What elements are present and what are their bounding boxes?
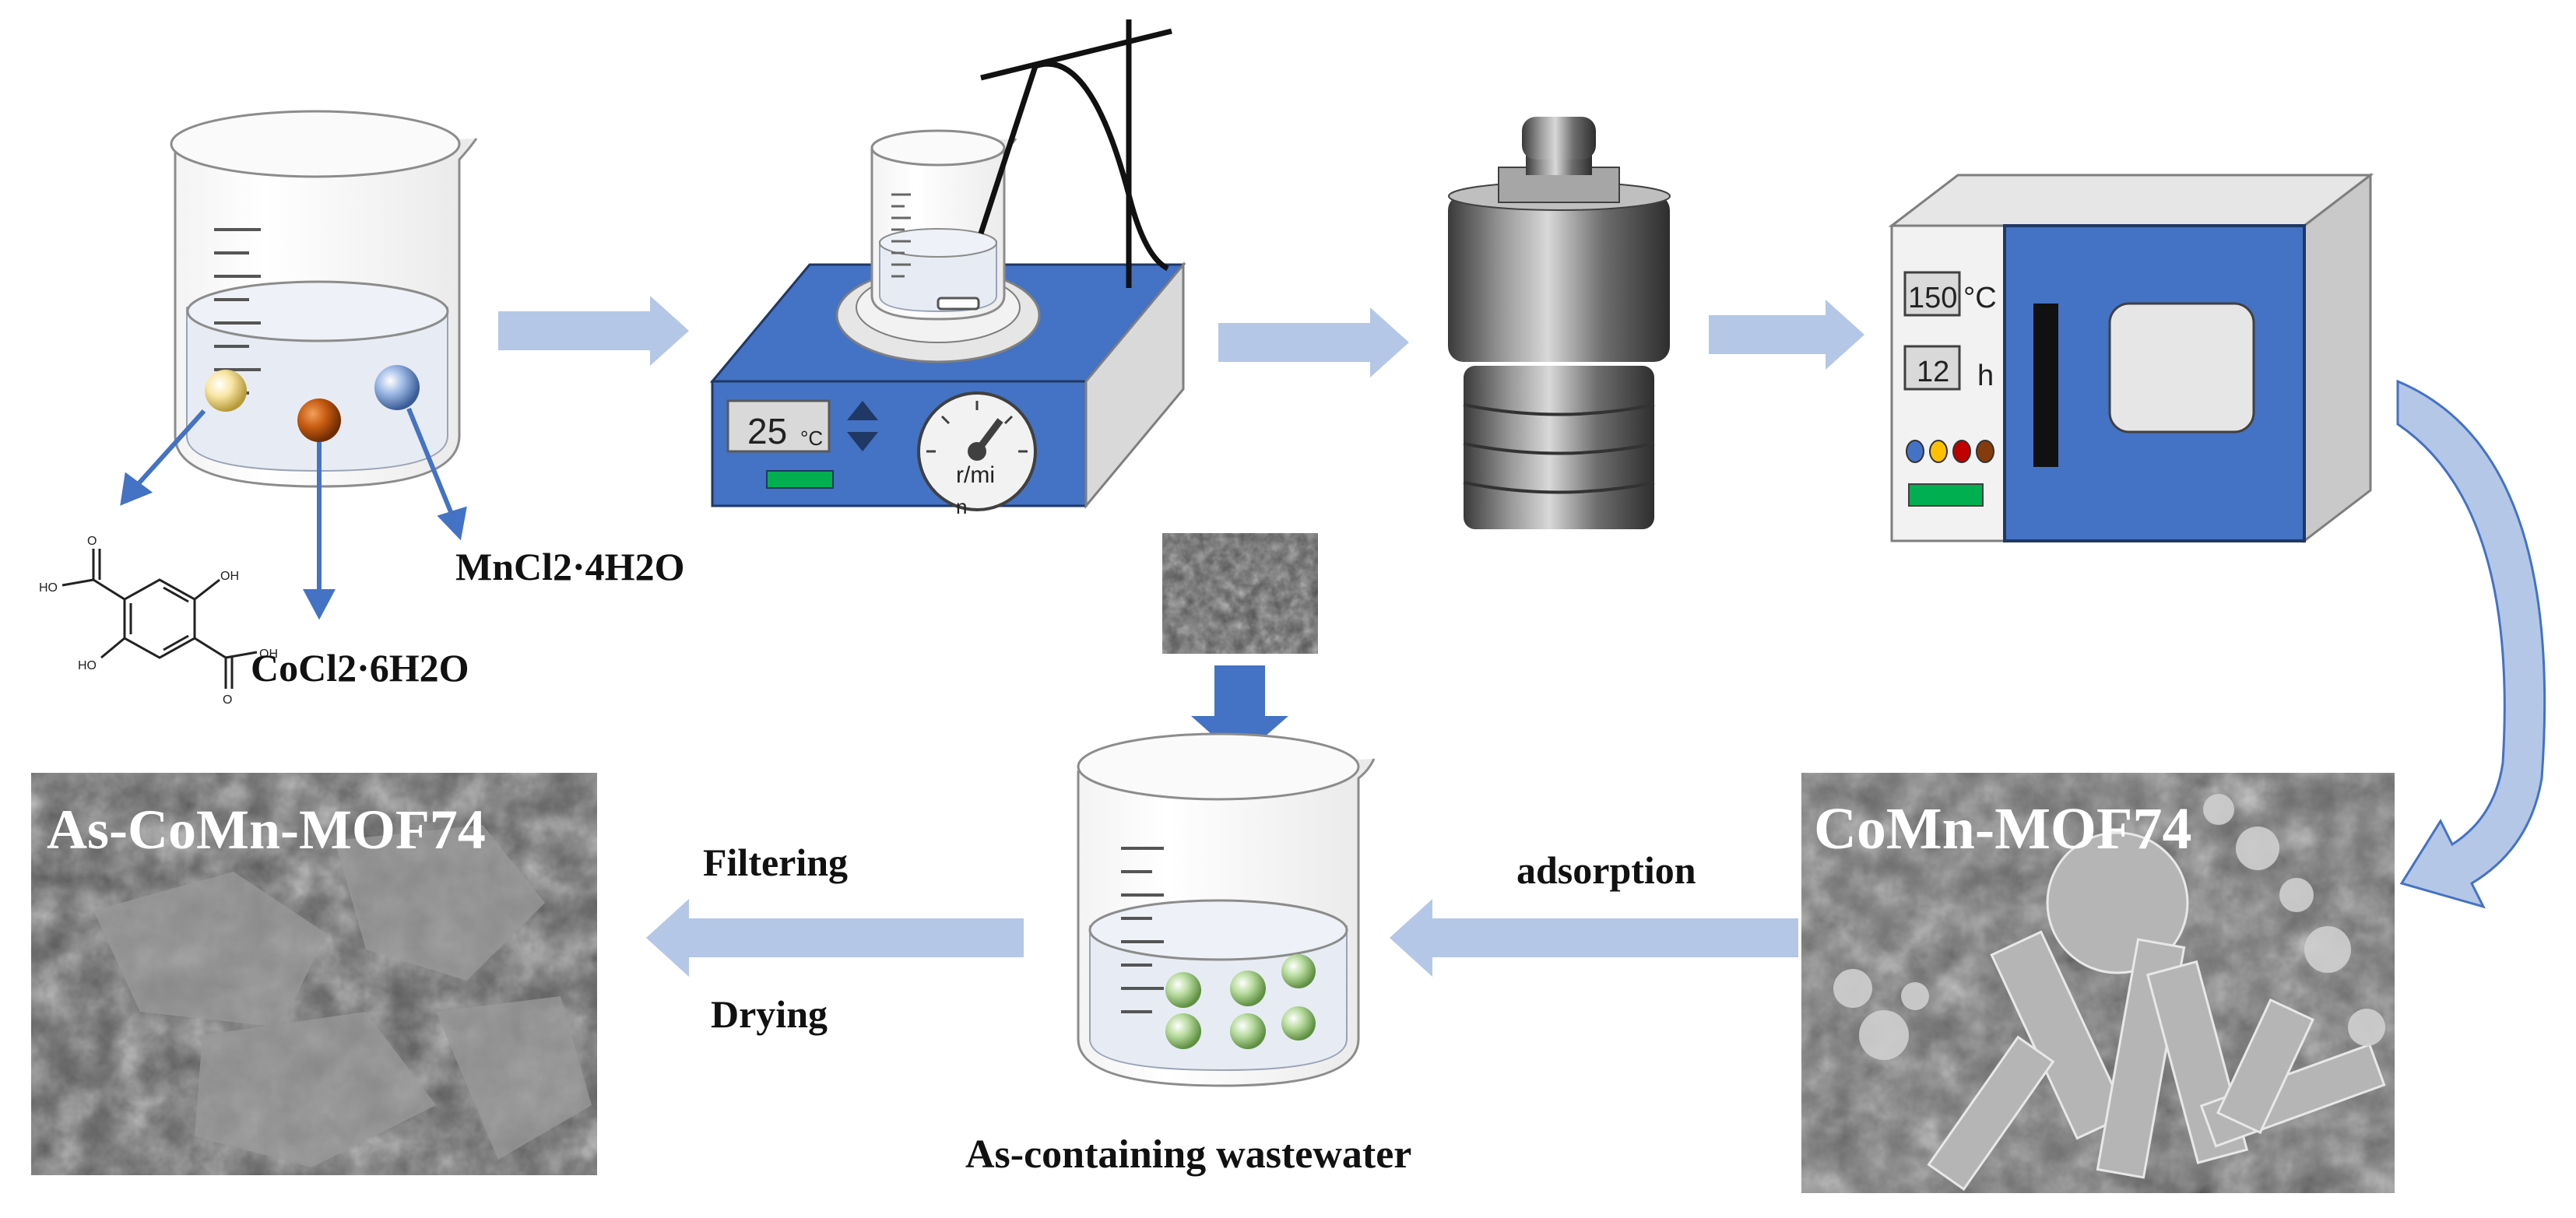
stirrer-temperature-display: [726, 399, 831, 453]
drying-label: Drying: [711, 992, 828, 1036]
reagent-beaker: [170, 110, 478, 488]
oven-time-value: 12: [1917, 356, 1949, 388]
oven-door-handle[interactable]: [2033, 304, 2058, 467]
ligand-structure: [62, 549, 258, 689]
cobalt-salt-sphere: [297, 398, 341, 442]
oven-temperature-display: [1903, 271, 1961, 317]
sem-label-as-comn-mof74: As-CoMn-MOF74: [47, 799, 486, 861]
adsorbent-spheres: [1165, 954, 1316, 1049]
oven-button-blue[interactable]: [1906, 440, 1924, 463]
ligand-atom-o2: O: [223, 693, 232, 707]
adsorption-label: adsorption: [1516, 848, 1696, 892]
oven-time-display: [1903, 345, 1961, 391]
wastewater-beaker: [1077, 732, 1376, 1087]
oven-temperature-value: 150: [1908, 282, 1957, 314]
ligand-sphere: [205, 370, 247, 412]
oven-control-buttons[interactable]: [1906, 440, 1994, 463]
manganese-salt-sphere: [374, 365, 420, 410]
speed-unit-wrap: n: [956, 495, 967, 518]
ligand-atom-o1: O: [87, 535, 97, 548]
temperature-down-icon[interactable]: [847, 432, 878, 451]
magnetic-stirrer: 25 °C r/mi n: [709, 19, 1186, 518]
mn-salt-label: MnCl2·4H2O: [455, 545, 684, 588]
sem-flakes: [93, 825, 592, 1167]
wastewater-label: As-containing wastewater: [965, 1132, 1411, 1177]
sem-image-comn-mof74: CoMn-MOF74: [1801, 773, 2395, 1193]
oven-window: [2108, 302, 2255, 433]
ligand-atom-oh1: OH: [220, 570, 239, 583]
speed-unit-label: r/mi: [956, 462, 995, 488]
wastewater-beaker-graduations: [1121, 847, 1164, 1013]
stirrer-temperature-unit: °C: [800, 426, 823, 450]
curved-process-arrow: [2396, 379, 2546, 909]
stirrer-temperature-value: 25: [747, 411, 787, 451]
oven-button-yellow[interactable]: [1929, 440, 1948, 463]
beaker-graduations: [214, 228, 261, 395]
process-arrow-2: [1218, 307, 1409, 377]
oven-temperature-unit: °C: [1963, 282, 1997, 314]
temperature-up-icon[interactable]: [847, 401, 878, 420]
stirrer-stand: [978, 19, 1172, 288]
reagent-pointer-arrows: [120, 407, 467, 620]
ligand-atom-ho1: HO: [39, 581, 58, 595]
ligand-atom-oh2: OH: [259, 648, 278, 661]
sem-thumbnail: [1162, 533, 1318, 654]
oven-time-unit: h: [1977, 360, 1994, 392]
drying-oven: 150 °C 12 h: [1888, 172, 2374, 544]
ligand-atom-ho2: HO: [78, 659, 97, 672]
process-arrow-adsorption: [1390, 899, 1798, 977]
process-arrow-3: [1709, 300, 1864, 370]
small-beaker-graduations: [891, 193, 911, 278]
sem-crystals: [1833, 794, 2386, 1192]
oven-button-red[interactable]: [1952, 440, 1971, 463]
stirrer-indicator-light: [766, 470, 834, 489]
process-arrow-filtering: [646, 899, 1024, 977]
sem-image-as-comn-mof74: As-CoMn-MOF74: [31, 773, 597, 1175]
ligand-atom-labels: O HO OH O OH HO: [39, 535, 278, 707]
sem-label-comn-mof74: CoMn-MOF74: [1814, 796, 2191, 862]
oven-button-brown[interactable]: [1976, 440, 1994, 463]
process-arrow-1: [498, 296, 689, 366]
autoclave-grooves: [1463, 403, 1655, 494]
dial-hub: [968, 442, 986, 461]
co-salt-label: CoCl2·6H2O: [251, 646, 469, 690]
autoclave-reactor: [1448, 117, 1671, 529]
stir-bar: [937, 297, 980, 311]
dial-ticks: [926, 401, 1028, 453]
oven-indicator-light: [1908, 483, 1984, 507]
filtering-label: Filtering: [703, 841, 848, 884]
